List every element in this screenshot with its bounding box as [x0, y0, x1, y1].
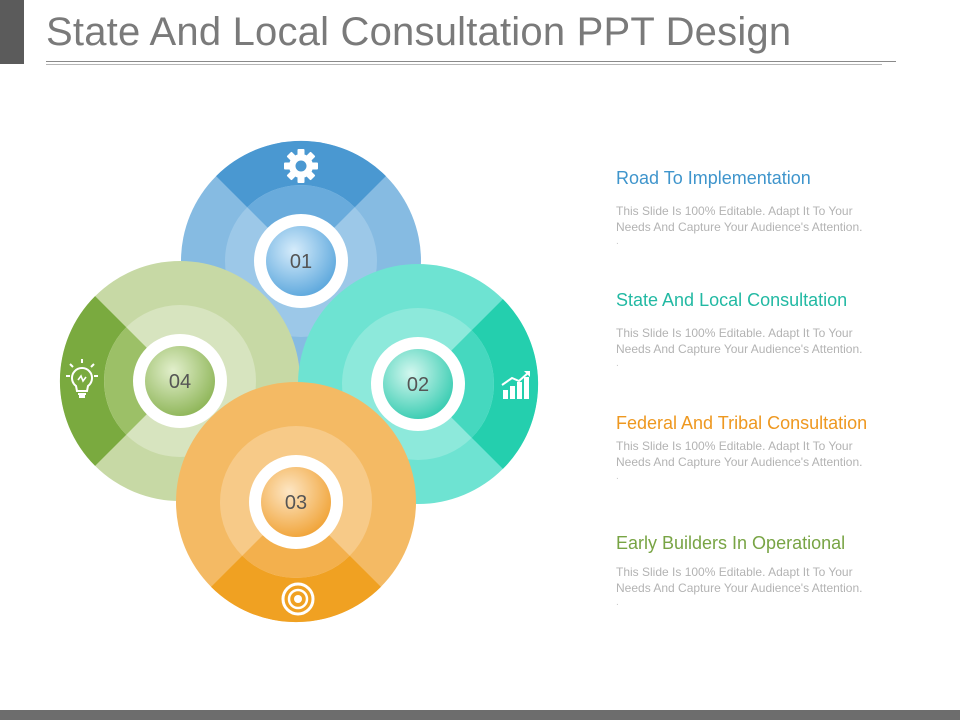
badge-04-number: 04	[169, 371, 191, 393]
item-3-dot: .	[616, 471, 619, 482]
item-1-dot: .	[616, 236, 619, 247]
lightbulb-icon	[66, 359, 98, 398]
badge-03-number: 03	[285, 492, 307, 514]
badge-03: 03	[249, 455, 343, 549]
badge-01-number: 01	[290, 251, 312, 273]
gear-icon	[284, 149, 318, 183]
item-2-heading: State And Local Consultation	[616, 290, 848, 310]
item-3-heading: Federal And Tribal Consultation	[616, 413, 868, 433]
item-4-body: This Slide Is 100% Editable. Adapt It To…	[616, 565, 863, 595]
footer-bar	[0, 710, 960, 720]
title-underline-secondary	[46, 64, 882, 65]
target-icon	[281, 582, 315, 616]
circular-process-diagram: 01 04 02 03	[59, 140, 539, 623]
item-4-dot: .	[616, 597, 619, 608]
item-1-heading: Road To Implementation	[616, 168, 811, 188]
item-1-body: This Slide Is 100% Editable. Adapt It To…	[616, 204, 863, 234]
title-accent-bar	[0, 0, 24, 64]
item-2-dot: .	[616, 358, 619, 369]
badge-04: 04	[133, 334, 227, 428]
slide-title: State And Local Consultation PPT Design	[46, 10, 792, 54]
badge-02: 02	[371, 337, 465, 431]
badge-01: 01	[254, 214, 348, 308]
title-underline	[46, 61, 896, 62]
item-1: Road To Implementation This Slide Is 100…	[616, 168, 936, 247]
badge-02-number: 02	[407, 374, 429, 396]
item-3: Federal And Tribal Consultation This Sli…	[616, 413, 936, 482]
item-3-body: This Slide Is 100% Editable. Adapt It To…	[616, 439, 863, 469]
item-4-heading: Early Builders In Operational	[616, 533, 846, 553]
growth-chart-icon	[501, 371, 530, 399]
item-2-body: This Slide Is 100% Editable. Adapt It To…	[616, 326, 863, 356]
item-2: State And Local Consultation This Slide …	[616, 290, 936, 369]
item-4: Early Builders In Operational This Slide…	[616, 533, 936, 608]
